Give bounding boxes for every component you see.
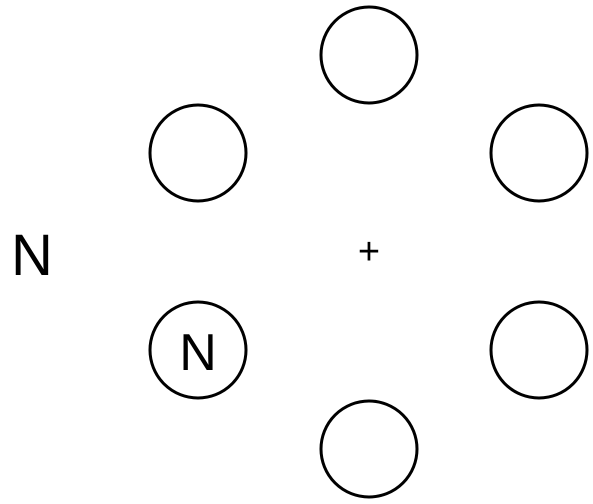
circle-upper-left [148, 103, 248, 203]
circle-lower-right [489, 300, 589, 400]
circle-lower-left: N [148, 300, 248, 400]
circle-upper-right [489, 103, 589, 203]
circle-bottom [319, 399, 419, 499]
circle-top [319, 5, 419, 105]
circle-lower-left-label: N [179, 324, 217, 382]
outside-label: N [11, 223, 53, 288]
center-plus-mark: + [358, 231, 380, 273]
